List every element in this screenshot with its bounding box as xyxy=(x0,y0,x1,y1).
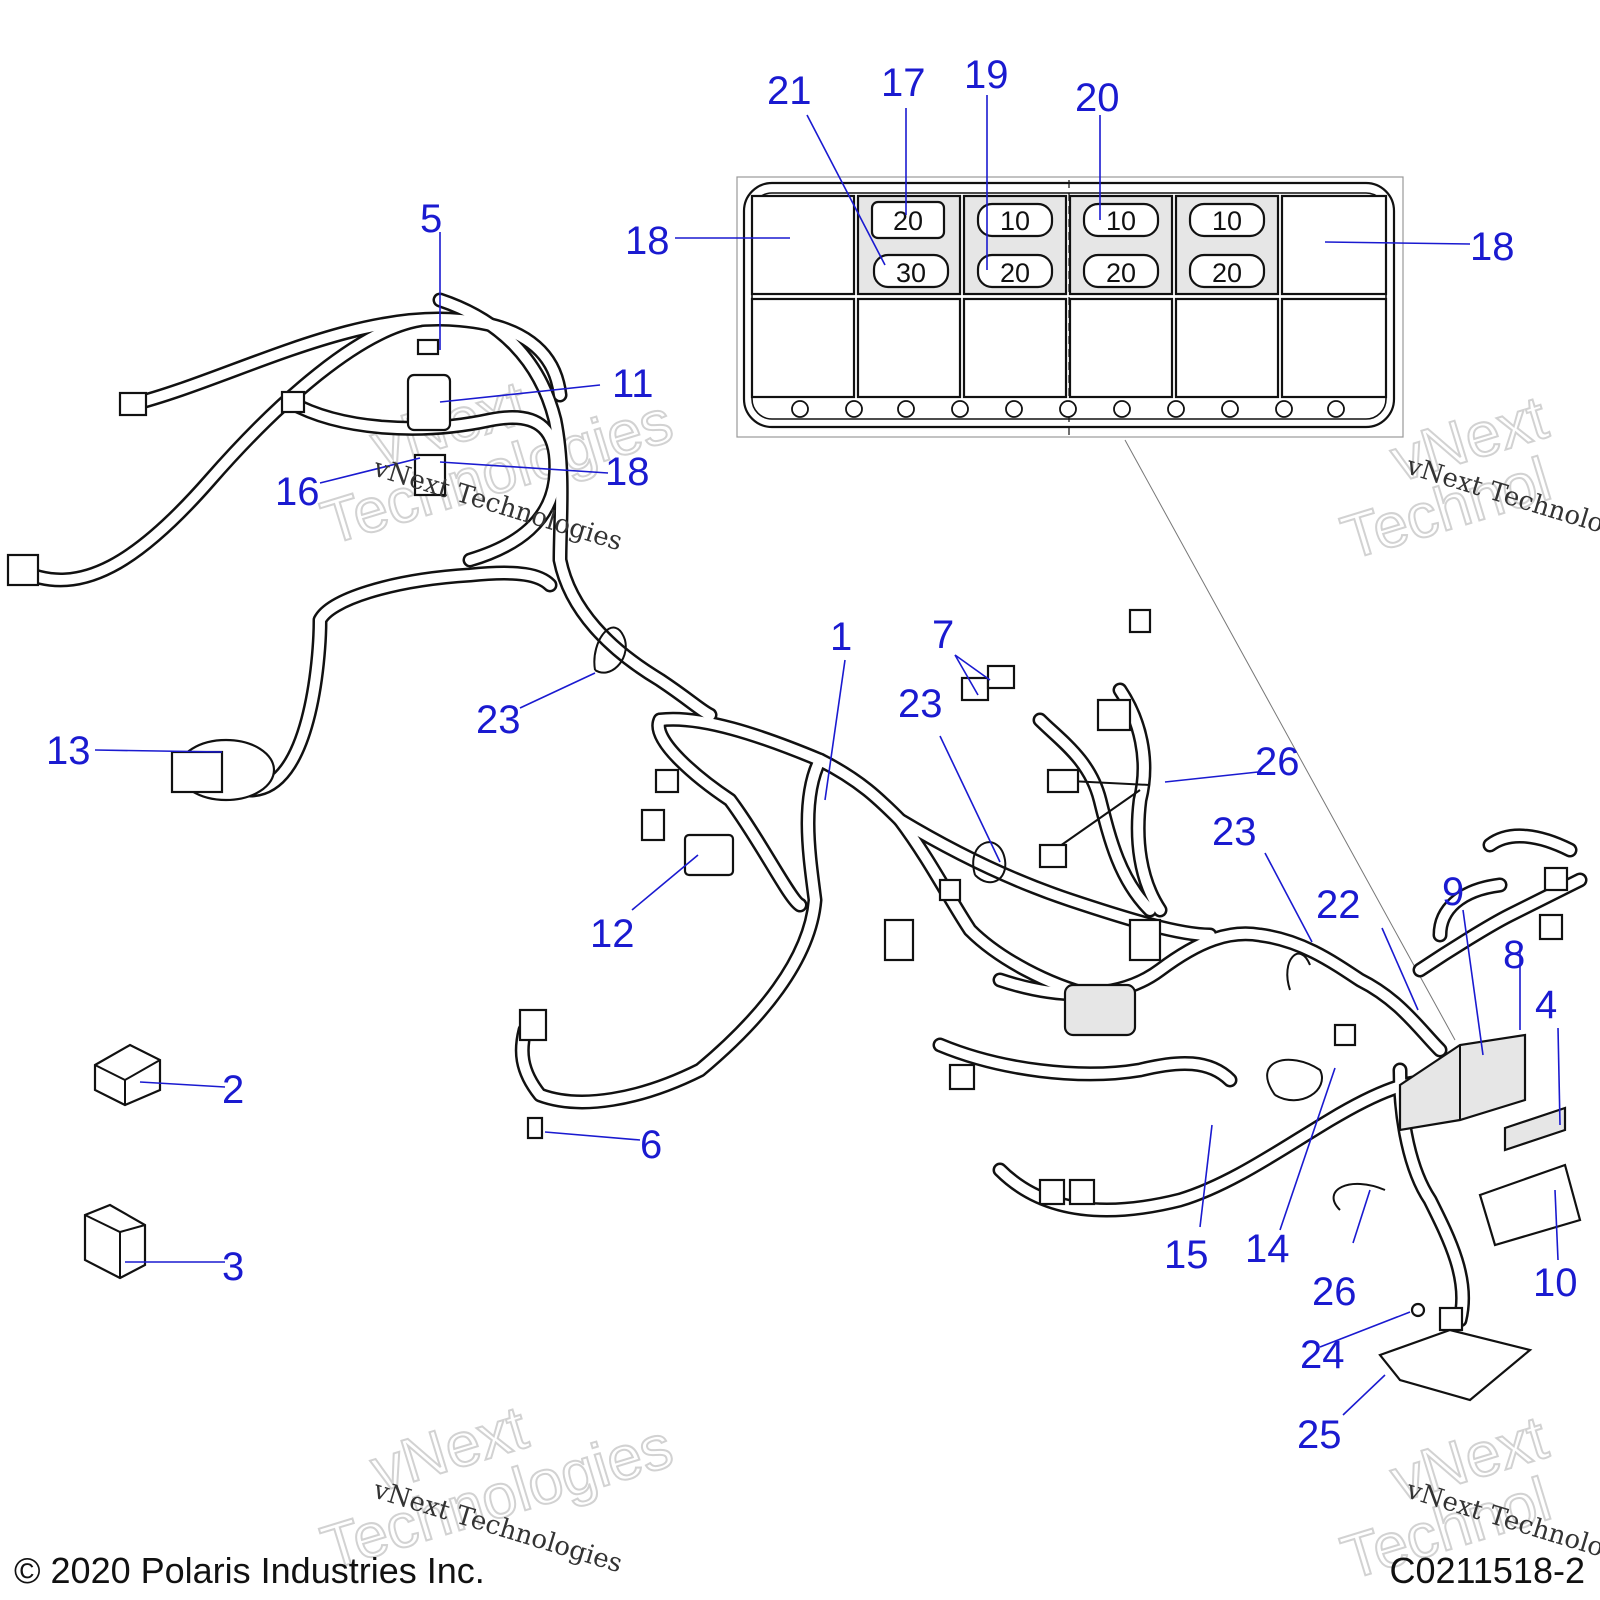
watermark-layer: vNext Technologies vNext Technol vNext T… xyxy=(313,367,1560,1594)
callout-2: 2 xyxy=(222,1068,244,1112)
fuse-bottom-2 xyxy=(976,253,1054,289)
fuse-rating: 10 xyxy=(1212,206,1242,236)
part-11-relay-module xyxy=(406,338,452,497)
fuse-sockets: 20 10 10 10 30 20 20 20 xyxy=(856,194,1280,296)
callout-12: 12 xyxy=(590,912,635,956)
callout-22: 22 xyxy=(1316,883,1361,927)
callout-26-bottom: 26 xyxy=(1312,1270,1357,1314)
harness-connectors xyxy=(6,390,1569,1332)
callout-4: 4 xyxy=(1535,983,1557,1027)
callout-13: 13 xyxy=(46,729,91,773)
fuse-top-4 xyxy=(1188,202,1266,238)
callout-18-fuse-right: 18 xyxy=(1470,225,1515,269)
fuse-rating: 30 xyxy=(896,258,926,288)
fuse-rating: 20 xyxy=(1000,258,1030,288)
callout-11: 11 xyxy=(612,362,654,406)
fuse-rating: 20 xyxy=(893,206,923,236)
fuse-rating: 20 xyxy=(1106,258,1136,288)
callout-9: 9 xyxy=(1442,870,1464,914)
main-wiring-harness xyxy=(6,292,1588,1332)
callout-6: 6 xyxy=(640,1123,662,1167)
fuse-rating: 10 xyxy=(1106,206,1136,236)
callout-20: 20 xyxy=(1075,76,1120,120)
part-8-fuse-block xyxy=(1398,1033,1527,1132)
part-5-clip xyxy=(416,338,440,356)
part-4-fuse-label xyxy=(1503,1106,1567,1152)
callout-24: 24 xyxy=(1300,1333,1345,1377)
callout-14: 14 xyxy=(1245,1227,1290,1271)
callout-7: 7 xyxy=(932,613,954,657)
part-10-fuse-cover xyxy=(1478,1163,1582,1247)
callout-16: 16 xyxy=(275,470,320,514)
part-24-screw xyxy=(1410,1302,1426,1318)
callout-18-left-harness: 18 xyxy=(605,450,650,494)
part-3-connector-cap xyxy=(83,1203,147,1280)
fuse-bottom-1 xyxy=(872,253,950,289)
leader-lines xyxy=(94,95,1561,1416)
callout-23-right: 23 xyxy=(1212,810,1257,854)
callout-18-fuse-left: 18 xyxy=(625,219,670,263)
fuse-rating: 10 xyxy=(1000,206,1030,236)
part-13-horn-coil xyxy=(170,738,276,802)
callout-8: 8 xyxy=(1503,933,1525,977)
fuse-top-1 xyxy=(870,200,946,240)
callout-25: 25 xyxy=(1297,1413,1342,1457)
callout-10: 10 xyxy=(1533,1261,1578,1305)
callout-19: 19 xyxy=(964,53,1009,97)
fuse-top-3 xyxy=(1082,202,1160,238)
fuse-bottom-3 xyxy=(1082,253,1160,289)
callout-23-middle: 23 xyxy=(898,682,943,726)
part-25-bracket xyxy=(1378,1328,1533,1402)
relay-right xyxy=(1280,194,1388,296)
part-12-module xyxy=(683,833,735,877)
relay-left xyxy=(750,194,856,296)
part-6-sensor xyxy=(526,1116,544,1140)
fuse-top-2 xyxy=(976,202,1054,238)
callout-3: 3 xyxy=(222,1245,244,1289)
callout-26-top: 26 xyxy=(1255,740,1300,784)
fuse-rating: 20 xyxy=(1212,258,1242,288)
callout-17: 17 xyxy=(881,61,926,105)
callout-5: 5 xyxy=(420,197,442,241)
fuse-bottom-4 xyxy=(1188,253,1266,289)
callout-15: 15 xyxy=(1164,1233,1209,1277)
part-2-connector-cover xyxy=(93,1043,162,1107)
callout-21: 21 xyxy=(767,69,812,113)
callout-1: 1 xyxy=(830,615,852,659)
fuse-box-inset: 20 10 10 10 30 20 20 20 xyxy=(736,176,1456,1041)
diagram-code: C0211518-2 xyxy=(1390,1550,1586,1591)
callout-23-left: 23 xyxy=(476,698,521,742)
callout-labels: 5 11 18 16 13 2 3 6 23 12 1 7 23 26 23 2… xyxy=(46,53,1578,1457)
copyright-text: © 2020 Polaris Industries Inc. xyxy=(14,1550,485,1591)
